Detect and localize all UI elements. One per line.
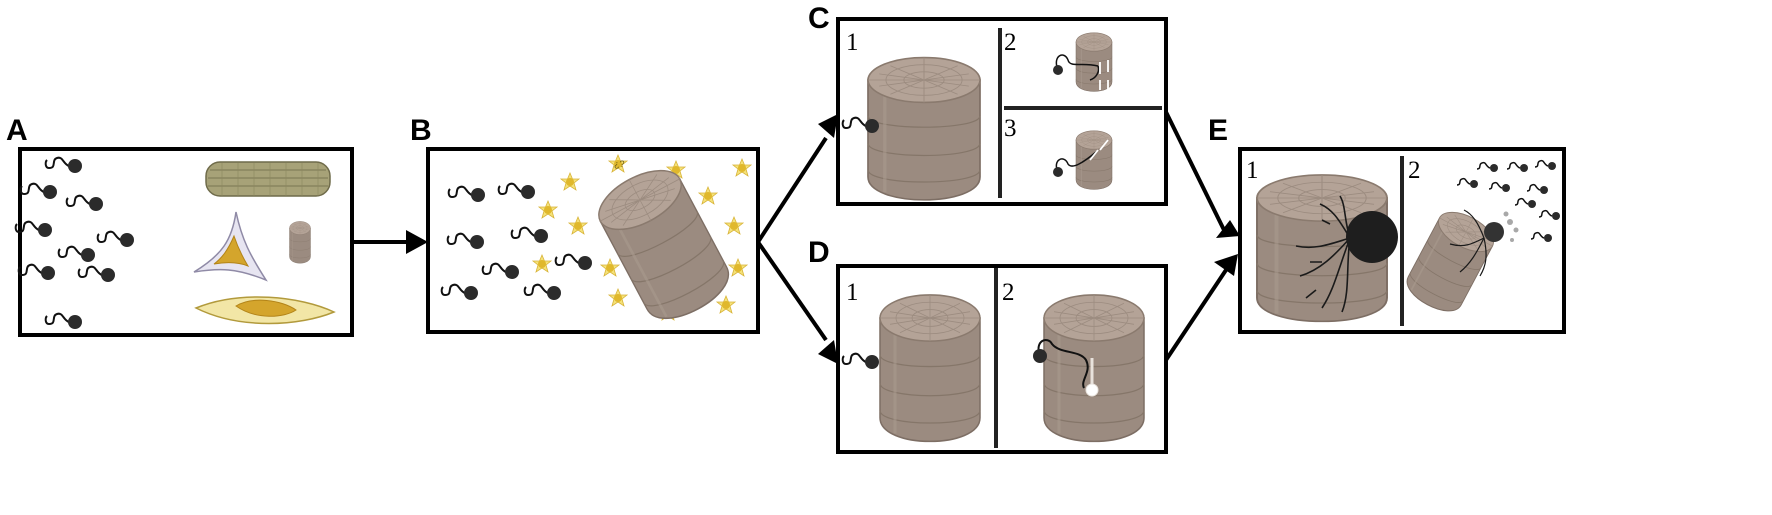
- bacterium-icon: [1346, 211, 1398, 263]
- panel-b: B: [410, 114, 760, 334]
- sub-label: 3: [1004, 115, 1017, 142]
- arrow-icon: [352, 230, 428, 254]
- panel-b-label: B: [410, 114, 432, 147]
- arrow-icon: [1164, 254, 1238, 362]
- cylindrical-cell-icon: [1075, 130, 1113, 190]
- particle-glyph: ¿?: [614, 159, 625, 169]
- panel-a: A: [6, 114, 354, 337]
- diatom-icon: [205, 161, 331, 197]
- released-particles-icon: [1503, 211, 1519, 242]
- panel-d-label: D: [808, 236, 830, 269]
- panel-c-label: C: [808, 2, 830, 35]
- attachment-arrows-icon: [1089, 139, 1109, 161]
- arrow-icon: [756, 240, 838, 364]
- panel-a-label: A: [6, 114, 28, 147]
- panel-e: E 1 2: [1208, 114, 1566, 334]
- cylindrical-cell-icon: [866, 55, 982, 202]
- sub-label: 2: [1004, 29, 1017, 56]
- cylindrical-cell-icon: [1075, 32, 1113, 92]
- hyphae-icon: [1449, 209, 1487, 277]
- sub-label: 2: [1408, 157, 1421, 184]
- adhesion-arrows-icon: [1099, 60, 1109, 90]
- bacterium-icon: [1484, 222, 1504, 242]
- cylindrical-cell-icon: [1042, 293, 1146, 443]
- bacterium-icon: [1053, 167, 1063, 177]
- panel-e-label: E: [1208, 114, 1228, 147]
- sub-label: 2: [1002, 279, 1015, 306]
- bacterium-icon: [1033, 349, 1047, 363]
- triangular-algae-icon: [193, 211, 268, 282]
- spindle-algae-icon: [194, 296, 336, 325]
- sub-label: 1: [846, 29, 859, 56]
- penetration-peg-icon: [1085, 358, 1099, 397]
- cylindrical-cell-icon: [878, 293, 982, 443]
- arrow-icon: [756, 114, 838, 244]
- sub-label: 1: [1246, 157, 1259, 184]
- panel-c: C 1 2 3: [808, 2, 1168, 206]
- sub-label: 1: [846, 279, 859, 306]
- cylindrical-cell-icon: [289, 220, 311, 264]
- arrow-icon: [1164, 111, 1240, 238]
- bacterium-icon: [1053, 65, 1063, 75]
- panel-d: D 1 2: [808, 236, 1168, 454]
